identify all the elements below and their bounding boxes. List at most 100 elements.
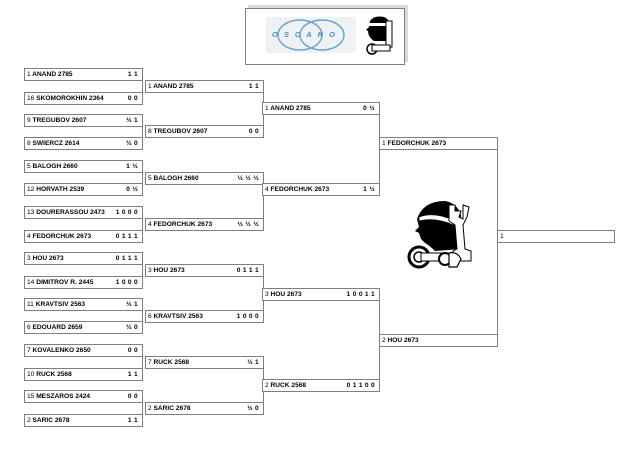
player-seed: 2 bbox=[27, 417, 31, 424]
player-name: EDOUARD bbox=[32, 324, 66, 331]
player-rating: 2673 bbox=[404, 337, 419, 344]
player-rating: 2563 bbox=[70, 301, 86, 308]
player-label: 13 DOURERASSOU 2473 bbox=[27, 207, 105, 218]
player-rating: 2563 bbox=[188, 313, 203, 320]
match-score: 0 1 1 1 bbox=[115, 233, 138, 240]
player-label: 10 RUCK 2568 bbox=[27, 369, 72, 380]
match-score: 1 ½ bbox=[126, 163, 138, 170]
match-score: ½ ½ ½ bbox=[237, 175, 259, 182]
player-label: 2 HOU 2673 bbox=[382, 335, 419, 346]
player-seed: 8 bbox=[27, 140, 31, 147]
player-label: 1 ANAND 2785 bbox=[265, 103, 311, 114]
player-seed: 6 bbox=[148, 313, 152, 320]
match-score: 0 1 1 1 bbox=[115, 255, 138, 262]
player-label: 1 ANAND 2785 bbox=[27, 69, 73, 80]
match-score: 0 0 bbox=[127, 347, 138, 354]
player-rating: 2678 bbox=[54, 417, 70, 424]
player-rating: 2785 bbox=[57, 71, 73, 78]
player-rating: 2659 bbox=[67, 324, 83, 331]
player-seed: 3 bbox=[27, 255, 31, 262]
player-rating: 2539 bbox=[69, 186, 85, 193]
player-name: FEDORCHUK bbox=[270, 186, 313, 193]
player-label: 9 TREGUBOV 2607 bbox=[27, 115, 86, 126]
match-score: ½ 1 bbox=[126, 117, 138, 124]
match-score: 0 ½ bbox=[126, 186, 138, 193]
player-label: 3 HOU 2673 bbox=[27, 253, 64, 264]
player-seed: 12 bbox=[27, 186, 35, 193]
player-label: 5 BALOGH 2660 bbox=[148, 173, 199, 184]
player-label: 7 RUCK 2568 bbox=[148, 357, 189, 368]
bracket-connector bbox=[142, 304, 143, 327]
match-score: 0 0 bbox=[248, 128, 259, 135]
match-score: 1 0 0 0 bbox=[115, 279, 138, 286]
player-label: 8 SWIERCZ 2614 bbox=[27, 138, 79, 149]
player-rating: 2678 bbox=[175, 405, 191, 412]
player-seed: 2 bbox=[382, 337, 386, 344]
bracket-connector bbox=[142, 74, 143, 98]
oscaro-logo-text: OSCARO bbox=[272, 30, 341, 39]
player-label: 8 TREGUBOV 2607 bbox=[148, 126, 207, 137]
round2-player-slot: 2 SARIC 2678 ½ 0 bbox=[145, 402, 264, 415]
player-rating: 2673 bbox=[287, 291, 302, 298]
player-label: 1 FEDORCHUK 2673 bbox=[382, 138, 446, 149]
moor-head-chess-icon bbox=[366, 16, 393, 55]
player-rating: 2473 bbox=[90, 209, 105, 216]
match-score: 1 1 bbox=[127, 71, 138, 78]
player-seed: 3 bbox=[148, 267, 152, 274]
player-rating: 2607 bbox=[192, 128, 208, 135]
player-seed: 2 bbox=[148, 405, 152, 412]
player-rating: 2785 bbox=[295, 105, 311, 112]
match-score: 0 ½ bbox=[363, 105, 375, 112]
player-name: SKOMOROKHIN bbox=[36, 95, 88, 102]
player-label: 12 HORVATH 2539 bbox=[27, 184, 84, 195]
player-rating: 2568 bbox=[291, 382, 307, 389]
player-label: 14 DIMITROV R. 2445 bbox=[27, 277, 93, 288]
player-rating: 2568 bbox=[57, 371, 72, 378]
bracket-connector bbox=[142, 258, 143, 282]
player-label: 4 FEDORCHUK 2673 bbox=[27, 231, 91, 242]
match-score: ½ 1 bbox=[247, 359, 259, 366]
player-rating: 2607 bbox=[71, 117, 87, 124]
match-score: ½ 0 bbox=[247, 405, 259, 412]
player-name: KRAVTSIV bbox=[153, 313, 187, 320]
oscaro-logo: OSCARO bbox=[266, 17, 356, 53]
bracket-connector bbox=[142, 396, 143, 420]
player-seed: 4 bbox=[148, 221, 152, 228]
round1-player-slot: 3 HOU 2673 0 1 1 1 bbox=[24, 252, 143, 265]
oscaro-rings-icon bbox=[277, 19, 345, 51]
sponsor-logo-panel: OSCARO bbox=[245, 8, 405, 65]
player-seed: 9 bbox=[27, 117, 31, 124]
match-score: 1 1 bbox=[127, 371, 138, 378]
player-rating: 2568 bbox=[174, 359, 190, 366]
match-score: ½ 1 bbox=[126, 301, 138, 308]
player-name: KRAVTSIV bbox=[35, 301, 69, 308]
player-seed: 3 bbox=[265, 291, 269, 298]
player-seed: 14 bbox=[27, 279, 35, 286]
player-name: HOU bbox=[153, 267, 169, 274]
player-seed: 10 bbox=[27, 371, 35, 378]
bracket-connector bbox=[142, 120, 143, 143]
match-score: 0 1 1 1 bbox=[236, 267, 259, 274]
round1-player-slot: 12 HORVATH 2539 0 ½ bbox=[24, 183, 143, 196]
player-name: TREGUBOV bbox=[32, 117, 70, 124]
player-seed: 13 bbox=[27, 209, 35, 216]
player-seed: 1 bbox=[265, 105, 269, 112]
player-name: RUCK bbox=[153, 359, 173, 366]
player-name: FEDORCHUK bbox=[387, 140, 430, 147]
player-rating: 2660 bbox=[183, 175, 199, 182]
final-player-slot: 1 FEDORCHUK 2673 bbox=[379, 137, 498, 150]
bracket-connector bbox=[142, 212, 143, 236]
player-rating: 2650 bbox=[76, 347, 91, 354]
player-label: 3 HOU 2673 bbox=[265, 289, 302, 300]
player-name: SARIC bbox=[153, 405, 175, 412]
match-score: 1 1 bbox=[127, 417, 138, 424]
bracket-connector bbox=[263, 178, 264, 224]
final-player-slot: 2 HOU 2673 bbox=[379, 334, 498, 347]
